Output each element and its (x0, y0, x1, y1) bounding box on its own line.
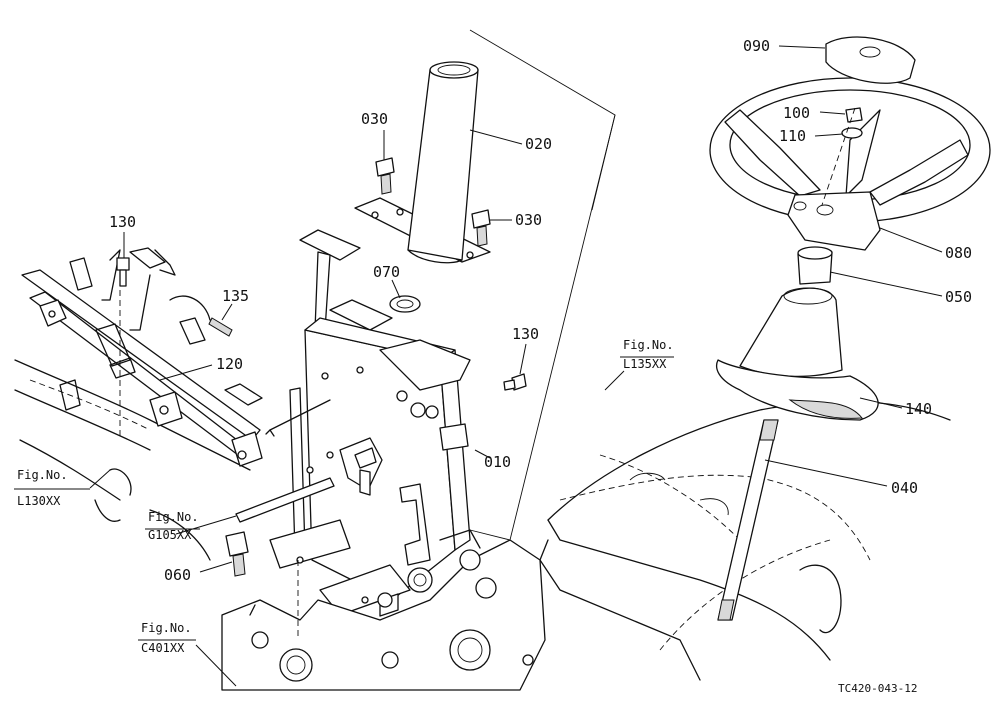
label-050: 050 (945, 288, 972, 306)
bolt-060 (225, 531, 249, 577)
label-040: 040 (891, 479, 918, 497)
label-110: 110 (779, 127, 806, 145)
label-135: 135 (222, 287, 249, 305)
bushing-050 (797, 246, 833, 285)
drawing-code: TC420-043-12 (838, 682, 917, 695)
label-130-left: 130 (109, 213, 136, 231)
ref-l130-code: L130XX (17, 494, 61, 508)
label-060: 060 (164, 566, 191, 584)
ref-l135xx: Fig.No. L135XX (620, 338, 674, 371)
label-080: 080 (945, 244, 972, 262)
column-boundary (469, 29, 616, 541)
label-030-upper: 030 (361, 110, 388, 128)
shroud-140 (716, 287, 879, 421)
steering-shaft-040 (717, 419, 779, 621)
transmission-housing (221, 529, 546, 691)
label-130-right: 130 (512, 325, 539, 343)
pin-135 (208, 317, 233, 337)
label-020: 020 (525, 135, 552, 153)
label-120: 120 (216, 355, 243, 373)
ref-c401-title: Fig.No. (141, 621, 192, 635)
bolt-130-right (503, 373, 527, 391)
ref-l130xx: Fig.No. L130XX (14, 468, 90, 508)
ref-c401xx: Fig.No. C401XX (138, 621, 196, 655)
bolt-030-right (471, 209, 491, 247)
ref-l130-title: Fig.No. (17, 468, 68, 482)
ref-l135-code: L135XX (623, 357, 667, 371)
dashboard-outline (14, 359, 251, 561)
label-070: 070 (373, 263, 400, 281)
steering-wheel (709, 77, 991, 251)
steering-tube-020 (354, 61, 491, 264)
bolt-130-left (116, 257, 130, 287)
nut-100 (845, 107, 863, 123)
leaders (89, 45, 943, 687)
ref-g105-title: Fig.No. (148, 510, 199, 524)
rod (235, 477, 335, 523)
bolt-030-upper (375, 157, 395, 195)
label-140: 140 (905, 400, 932, 418)
ref-g105xx: Fig.No. G105XX (145, 510, 200, 542)
collar-070 (389, 295, 421, 313)
horn-cap-090 (825, 36, 916, 84)
label-010: 010 (484, 453, 511, 471)
label-030-right: 030 (515, 211, 542, 229)
panel-bracket-120 (21, 247, 263, 467)
label-100: 100 (783, 104, 810, 122)
column-frame-010 (265, 229, 471, 617)
label-090: 090 (743, 37, 770, 55)
ref-c401-code: C401XX (141, 641, 185, 655)
ref-g105-code: G105XX (148, 528, 192, 542)
ref-l135-title: Fig.No. (623, 338, 674, 352)
